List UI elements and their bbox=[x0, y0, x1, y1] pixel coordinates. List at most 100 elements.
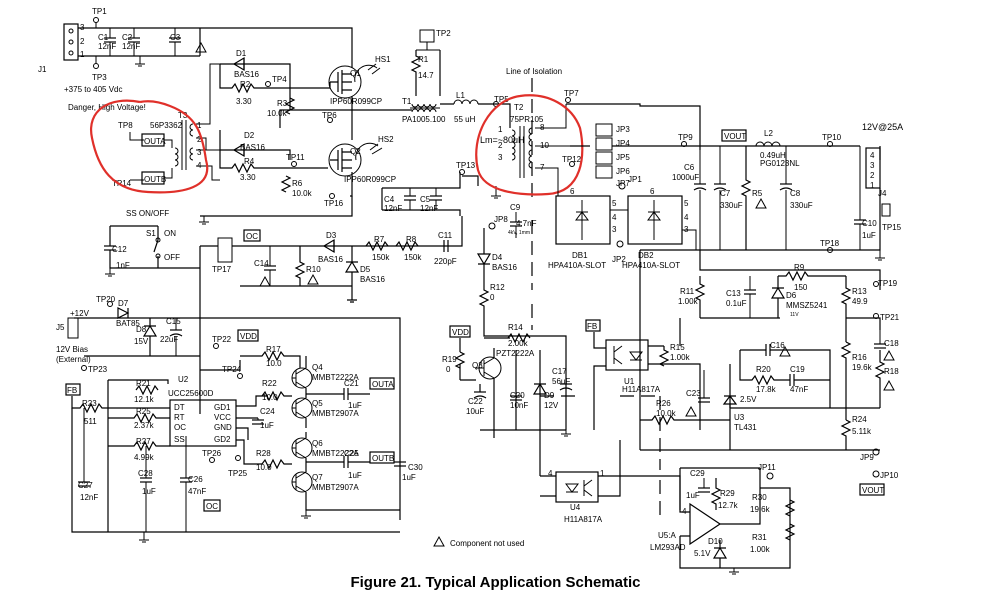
svg-text:VOUT: VOUT bbox=[724, 132, 746, 141]
svg-text:JP8: JP8 bbox=[494, 215, 508, 224]
c23: C23 bbox=[685, 370, 710, 417]
svg-text:C19: C19 bbox=[790, 365, 805, 374]
svg-text:J5: J5 bbox=[56, 323, 65, 332]
svg-text:330uF: 330uF bbox=[790, 201, 813, 210]
svg-text:C16: C16 bbox=[770, 341, 785, 350]
svg-text:C20: C20 bbox=[510, 391, 525, 400]
c16: C16 bbox=[740, 341, 831, 408]
svg-text:GD2: GD2 bbox=[214, 435, 231, 444]
svg-text:TP13: TP13 bbox=[456, 161, 476, 170]
svg-text:TP12: TP12 bbox=[562, 155, 582, 164]
svg-text:C29: C29 bbox=[690, 469, 705, 478]
svg-text:C15: C15 bbox=[166, 317, 181, 326]
component-not-used-legend: Component not used bbox=[433, 535, 524, 548]
svg-text:TP22: TP22 bbox=[212, 335, 232, 344]
svg-text:R30: R30 bbox=[752, 493, 767, 502]
svg-text:R24: R24 bbox=[852, 415, 867, 424]
svg-text:U2: U2 bbox=[178, 375, 189, 384]
svg-text:C18: C18 bbox=[884, 339, 899, 348]
svg-text:10nF: 10nF bbox=[510, 401, 528, 410]
svg-text:1.00k: 1.00k bbox=[670, 353, 691, 362]
svg-text:T1: T1 bbox=[402, 97, 412, 106]
svg-text:56P3362: 56P3362 bbox=[150, 121, 183, 130]
svg-text:TP15: TP15 bbox=[882, 223, 902, 232]
svg-text:S1: S1 bbox=[146, 229, 156, 238]
jp8: JP8 bbox=[488, 215, 508, 230]
tp6: TP6 bbox=[322, 111, 337, 123]
svg-text:TP14: TP14 bbox=[112, 179, 132, 188]
svg-text:BAT85: BAT85 bbox=[116, 319, 140, 328]
tp10: TP10 bbox=[822, 133, 842, 147]
svg-text:12V: 12V bbox=[544, 401, 559, 410]
svg-text:C17: C17 bbox=[552, 367, 567, 376]
svg-text:R26: R26 bbox=[656, 399, 671, 408]
tp16: TP16 bbox=[324, 193, 344, 208]
svg-text:12.1k: 12.1k bbox=[134, 395, 155, 404]
svg-text:TL431: TL431 bbox=[734, 423, 757, 432]
svg-text:19.6k: 19.6k bbox=[852, 363, 873, 372]
svg-text:HS2: HS2 bbox=[378, 135, 394, 144]
svg-text:JP3: JP3 bbox=[616, 125, 630, 134]
svg-text:R19: R19 bbox=[442, 355, 457, 364]
tp20: TP20 bbox=[96, 295, 116, 307]
tp19: TP19 bbox=[873, 279, 898, 288]
svg-text:4.7nF: 4.7nF bbox=[516, 219, 537, 228]
svg-text:2: 2 bbox=[498, 141, 503, 150]
svg-text:511: 511 bbox=[84, 417, 97, 426]
svg-text:330uF: 330uF bbox=[720, 201, 743, 210]
svg-text:Q6: Q6 bbox=[312, 439, 323, 448]
svg-text:OUTA: OUTA bbox=[144, 137, 166, 146]
svg-text:TP10: TP10 bbox=[822, 133, 842, 142]
svg-text:JP10: JP10 bbox=[880, 471, 899, 480]
svg-text:1000uF: 1000uF bbox=[672, 173, 699, 182]
svg-text:19.6k: 19.6k bbox=[750, 505, 771, 514]
r30: R30 19.6k bbox=[750, 493, 796, 517]
svg-text:220pF: 220pF bbox=[434, 257, 457, 266]
svg-text:C7: C7 bbox=[720, 189, 731, 198]
svg-text:JP6: JP6 bbox=[616, 167, 630, 176]
svg-text:1uF: 1uF bbox=[260, 421, 274, 430]
c18: C18 bbox=[874, 330, 899, 361]
svg-text:OFF: OFF bbox=[164, 253, 180, 262]
svg-text:1: 1 bbox=[80, 50, 85, 59]
svg-text:C4: C4 bbox=[384, 195, 395, 204]
svg-text:12nF: 12nF bbox=[384, 204, 402, 213]
r2: R23.30 bbox=[219, 64, 331, 106]
svg-text:TP18: TP18 bbox=[820, 239, 840, 248]
svg-text:C2: C2 bbox=[122, 33, 133, 42]
l2-inductor: L2 0.49uH PG0123NL bbox=[755, 129, 800, 168]
svg-text:PG0123NL: PG0123NL bbox=[760, 159, 800, 168]
svg-text:FB: FB bbox=[587, 322, 597, 331]
svg-text:2.00k: 2.00k bbox=[508, 339, 529, 348]
tp23: TP23 bbox=[81, 365, 108, 374]
svg-text:OUTB: OUTB bbox=[144, 175, 166, 184]
svg-text:12nF: 12nF bbox=[420, 204, 438, 213]
red-annotation-circle-t3 bbox=[89, 99, 209, 194]
svg-text:R11: R11 bbox=[680, 287, 695, 296]
svg-text:VDD: VDD bbox=[240, 332, 257, 341]
svg-text:TP11: TP11 bbox=[286, 153, 305, 162]
svg-text:0: 0 bbox=[490, 293, 495, 302]
tp11: TP11 bbox=[286, 153, 305, 167]
svg-text:3.30: 3.30 bbox=[236, 97, 252, 106]
svg-text:JP4: JP4 bbox=[616, 139, 630, 148]
svg-text:C10: C10 bbox=[862, 219, 877, 228]
svg-text:R7: R7 bbox=[374, 235, 385, 244]
svg-text:BAS16: BAS16 bbox=[318, 255, 343, 264]
j4-connector: 4 3 2 1 J4 bbox=[865, 147, 887, 198]
u2-controller: U2 UCC25600D DT RT OC SS GD1 VCC GND GD2 bbox=[168, 375, 237, 447]
